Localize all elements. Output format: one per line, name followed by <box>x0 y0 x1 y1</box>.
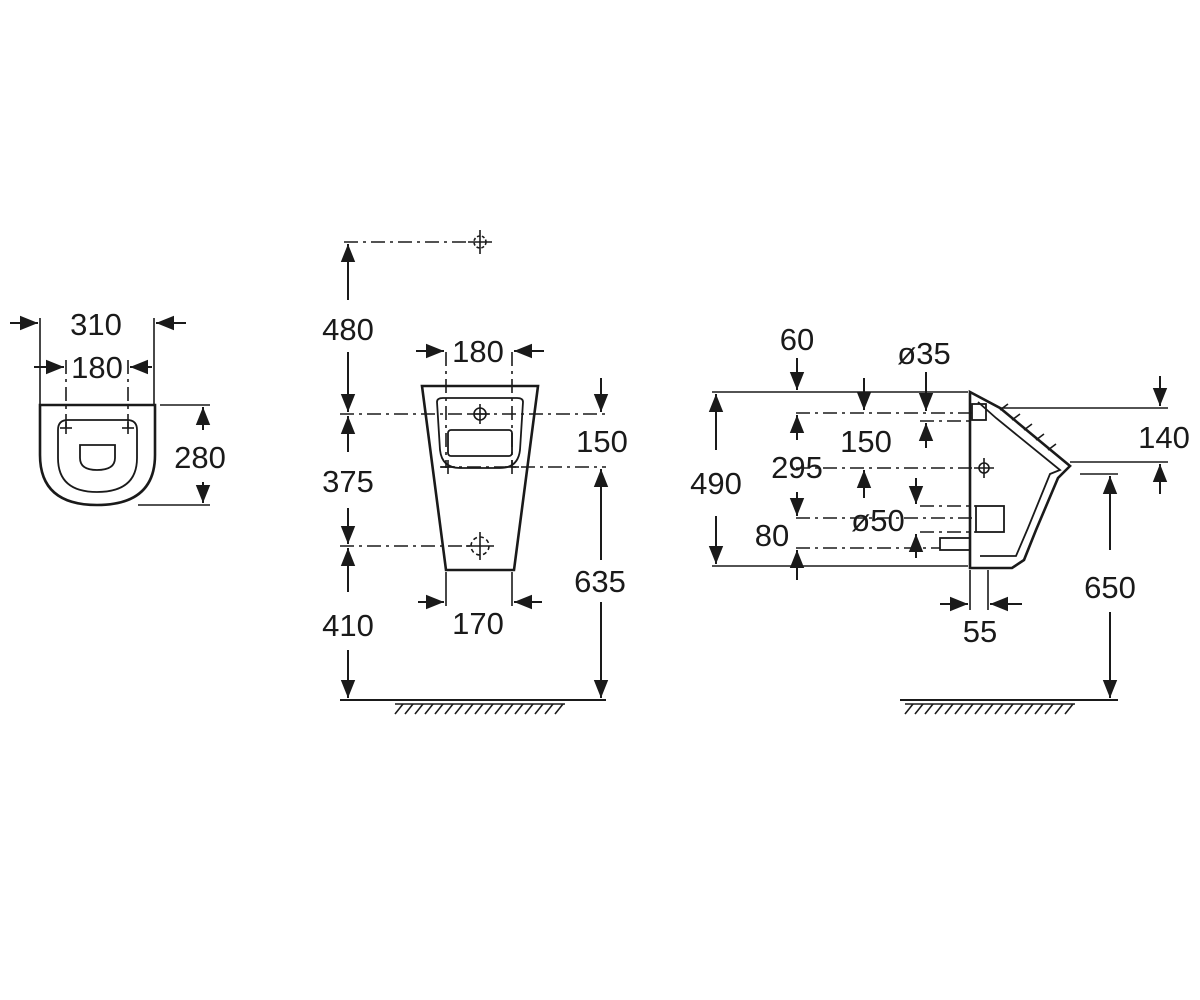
side-view-rim-hatch <box>999 403 1057 451</box>
dim-side-projection-top: 140 <box>1138 420 1190 455</box>
dim-side-bottom-spacing: 80 <box>755 518 789 553</box>
dim-top-width-outer: 310 <box>70 307 122 342</box>
side-inlet-stub <box>971 403 987 421</box>
front-supply-point-icon <box>468 230 492 254</box>
side-view: 60 ø35 490 150 295 ø50 80 140 650 55 <box>690 322 1190 715</box>
front-view-outline <box>420 384 540 572</box>
dim-top-width-holes: 180 <box>71 350 123 385</box>
dim-front-top-width: 180 <box>452 334 504 369</box>
front-view-bowl <box>436 397 524 469</box>
dim-front-upper-height: 480 <box>322 312 374 347</box>
top-view-bowl <box>57 419 138 493</box>
dim-side-rim-height: 650 <box>1084 570 1136 605</box>
side-floor-hatch <box>904 703 1075 715</box>
dim-side-outlet-diameter: ø50 <box>851 503 904 538</box>
dim-front-rim-height: 635 <box>574 564 626 599</box>
dim-side-inlet-diameter: ø35 <box>897 336 950 371</box>
dim-front-lower-height: 410 <box>322 608 374 643</box>
side-fixing-center-icon <box>974 458 994 478</box>
top-view-drain <box>79 444 116 471</box>
top-view: 310 180 280 <box>10 307 226 507</box>
dim-front-base-width: 170 <box>452 606 504 641</box>
dim-side-inlet-to-outlet: 295 <box>771 450 823 485</box>
side-bracket <box>939 537 971 551</box>
front-view: 480 180 375 150 410 170 635 <box>322 230 628 715</box>
dim-side-upper-spacing: 150 <box>840 424 892 459</box>
front-floor-hatch <box>394 703 565 715</box>
dim-side-wall-gap: 55 <box>963 614 997 649</box>
dim-side-total-height: 490 <box>690 466 742 501</box>
dim-front-inlet-offset: 150 <box>576 424 628 459</box>
side-view-inner-wall <box>977 401 1062 557</box>
side-outlet-stub <box>975 505 1005 533</box>
dim-top-depth: 280 <box>174 440 226 475</box>
dim-side-top-offset: 60 <box>780 322 814 357</box>
dim-front-mid-height: 375 <box>322 464 374 499</box>
side-view-outline <box>968 389 1072 570</box>
top-view-outline <box>38 403 157 507</box>
front-outlet-center-icon <box>466 532 494 560</box>
